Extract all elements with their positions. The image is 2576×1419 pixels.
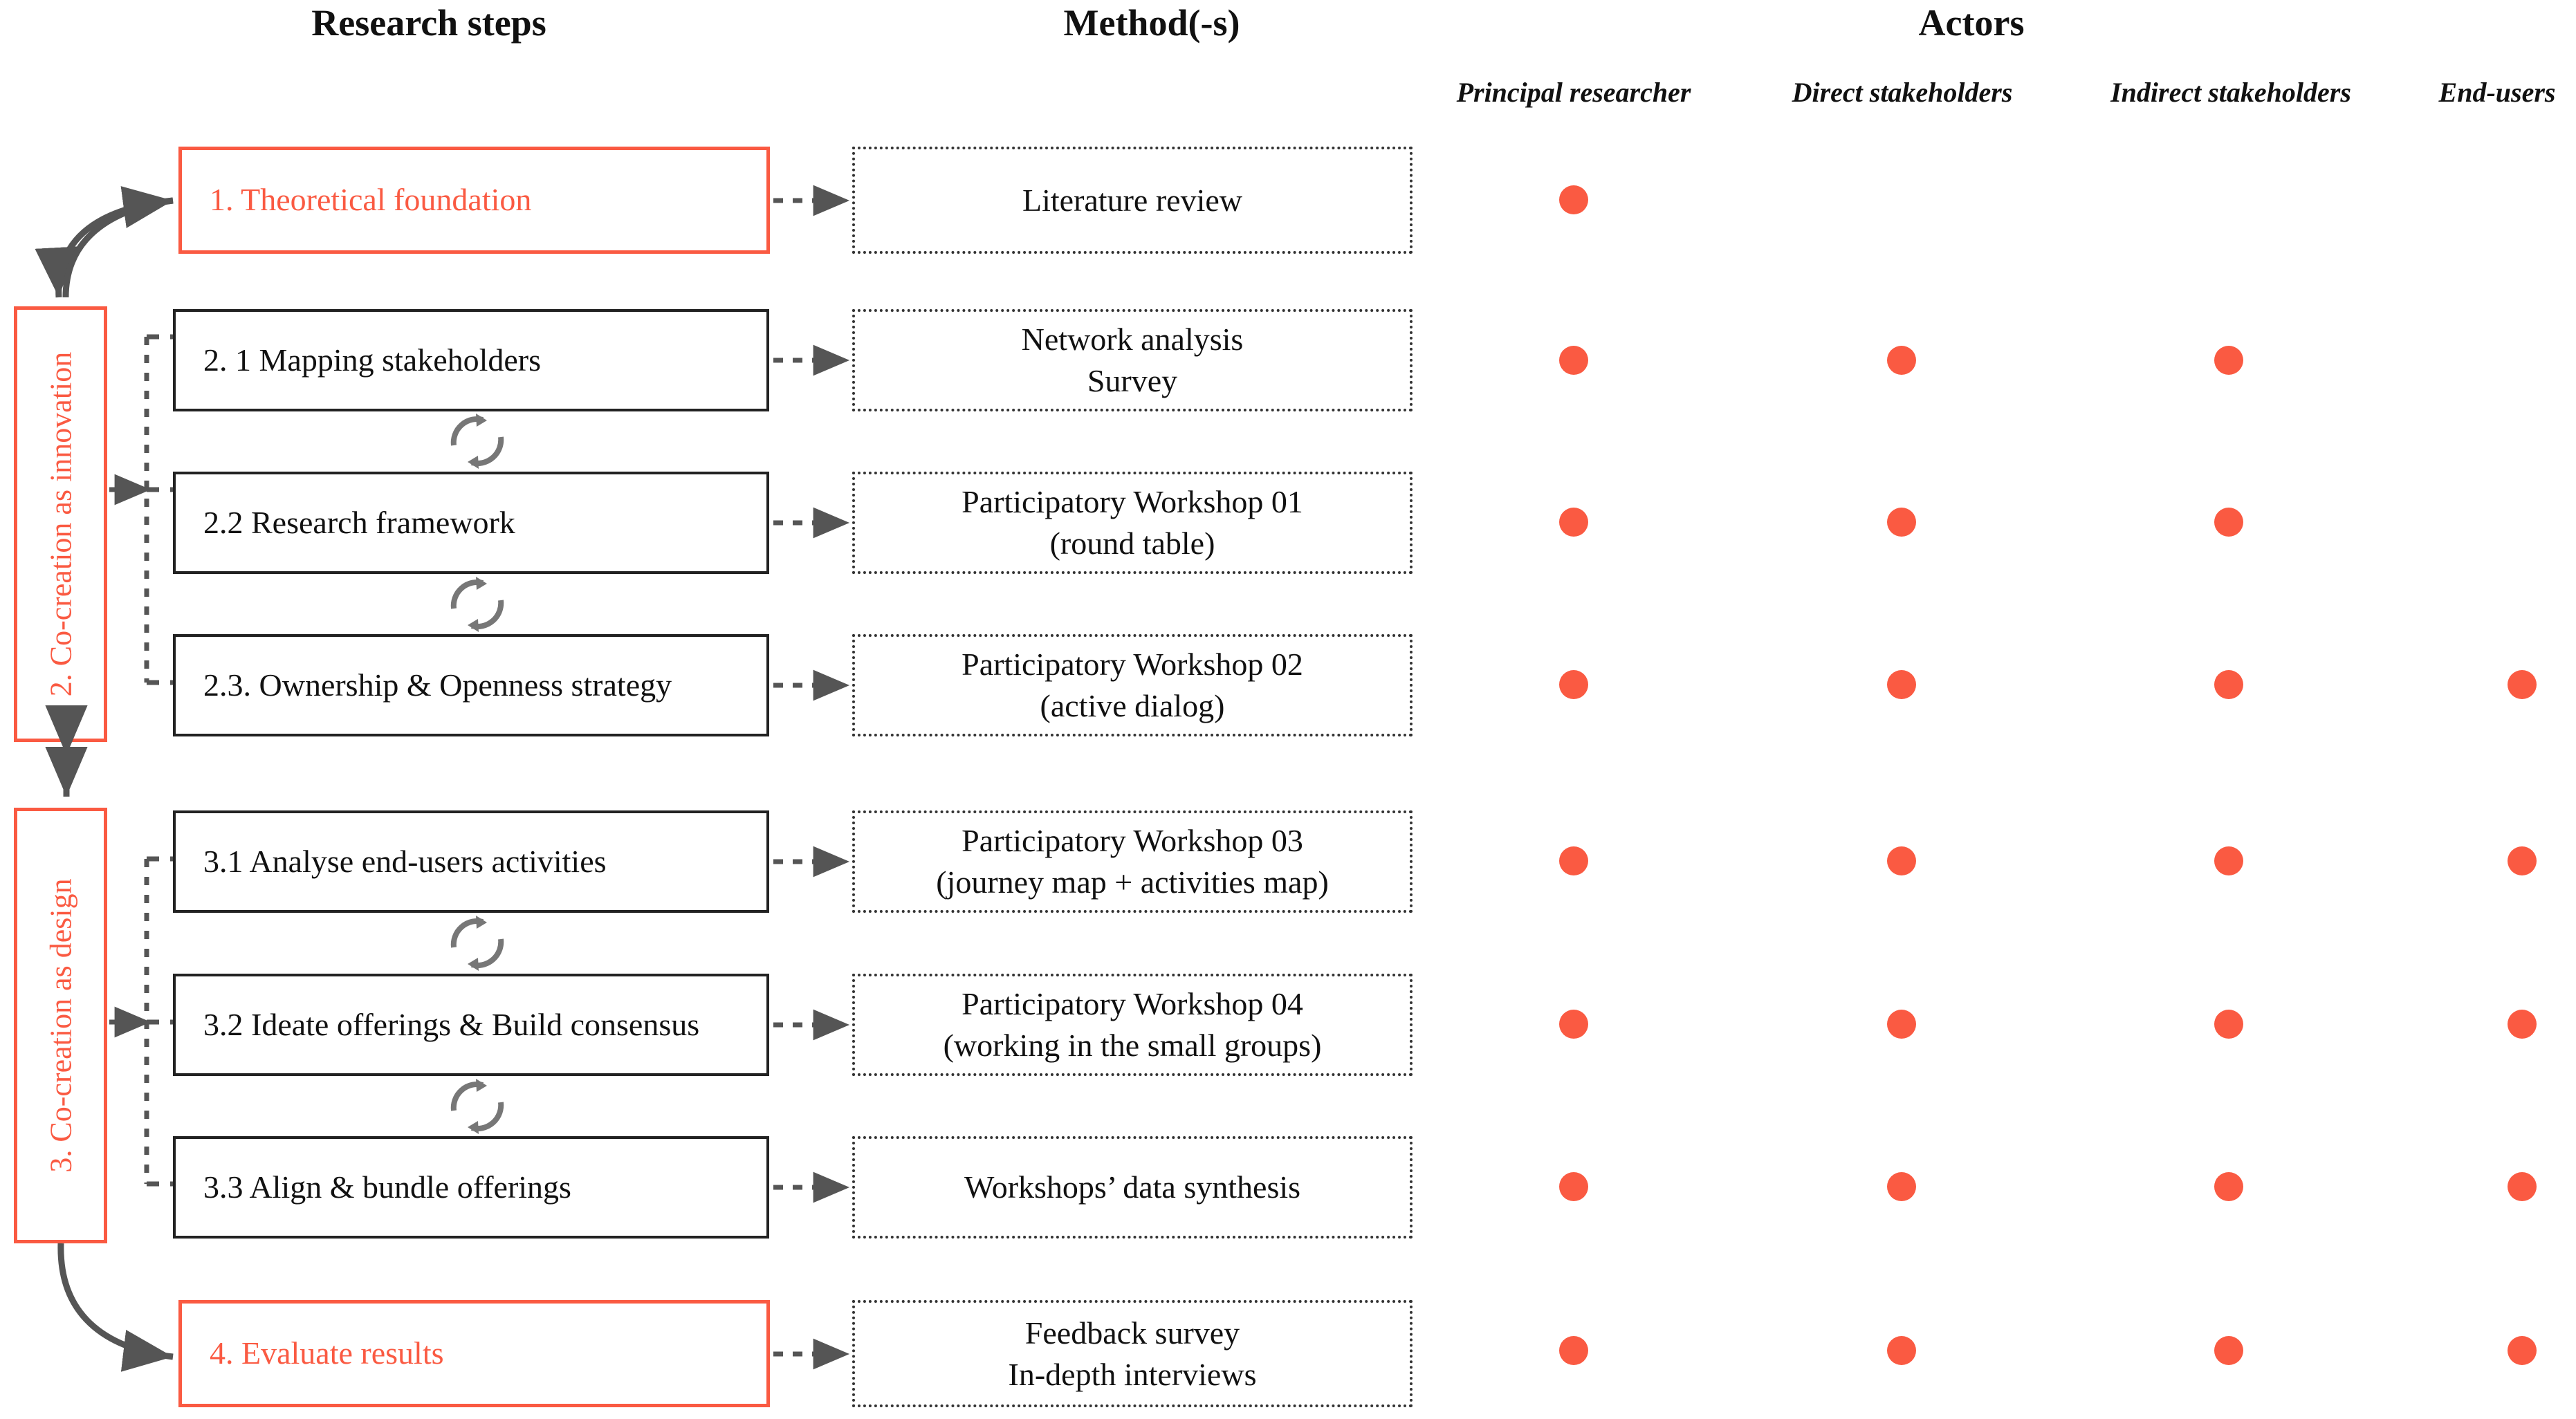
actor-dot <box>2214 1010 2243 1039</box>
step-box-3-1-analyse-end-users-activities[interactable]: 3.1 Analyse end-users activities <box>173 810 769 913</box>
step-label: 3.1 Analyse end-users activities <box>203 843 607 879</box>
actor-dot <box>1887 1010 1916 1039</box>
method-line: Literature review <box>1022 182 1242 218</box>
actor-dot <box>1887 346 1916 375</box>
actor-dot <box>1887 670 1916 699</box>
arrow-phase3-to-step4 <box>57 1243 174 1372</box>
iteration-cycle-icon <box>450 414 504 469</box>
step-box-2-3-ownership-openness-strategy[interactable]: 2.3. Ownership & Openness strategy <box>173 634 769 736</box>
actor-dot <box>2214 346 2243 375</box>
method-box-participatory-workshop-04[interactable]: Participatory Workshop 04 (working in th… <box>852 974 1413 1076</box>
actor-dot <box>1887 1172 1916 1201</box>
method-line: In-depth interviews <box>1008 1356 1257 1392</box>
bracket-phase2-to-steps <box>109 334 173 685</box>
step-label: 1. Theoretical foundation <box>210 182 532 218</box>
method-box-feedback-survey-interviews[interactable]: Feedback survey In-depth interviews <box>852 1300 1413 1407</box>
actor-dot <box>1559 670 1588 699</box>
step-label: 2.3. Ownership & Openness strategy <box>203 667 672 703</box>
method-box-participatory-workshop-02[interactable]: Participatory Workshop 02 (active dialog… <box>852 634 1413 736</box>
actor-dot <box>2214 508 2243 537</box>
actor-dot <box>1559 1010 1588 1039</box>
actor-dot <box>1887 846 1916 875</box>
iteration-cycle-icon <box>450 916 504 971</box>
step-box-2-1-mapping-stakeholders[interactable]: 2. 1 Mapping stakeholders <box>173 309 769 411</box>
actor-dot <box>1559 185 1588 214</box>
method-line: Participatory Workshop 02 <box>962 647 1303 683</box>
iteration-cycle-icon <box>450 1079 504 1134</box>
method-box-literature-review[interactable]: Literature review <box>852 147 1413 254</box>
phase-label-design: 3. Co-creation as design <box>44 878 77 1173</box>
method-box-workshops-data-synthesis[interactable]: Workshops’ data synthesis <box>852 1136 1413 1239</box>
method-box-participatory-workshop-03[interactable]: Participatory Workshop 03 (journey map +… <box>852 810 1413 913</box>
method-line: Feedback survey <box>1024 1315 1240 1351</box>
actor-dot <box>1887 508 1916 537</box>
method-line: (working in the small groups) <box>943 1028 1322 1063</box>
step-box-3-2-ideate-offerings-build-consensus[interactable]: 3.2 Ideate offerings & Build consensus <box>173 974 769 1076</box>
phase-box-co-creation-as-innovation[interactable]: 2. Co-creation as innovation <box>14 306 107 742</box>
actor-header-end-users: End-users <box>2438 77 2556 108</box>
method-line: Participatory Workshop 01 <box>962 484 1303 520</box>
step-label: 3.2 Ideate offerings & Build consensus <box>203 1006 700 1042</box>
step-label: 2.2 Research framework <box>203 504 515 540</box>
column-header-actors: Actors <box>1918 2 2025 44</box>
step-box-1-theoretical-foundation[interactable]: 1. Theoretical foundation <box>178 147 770 254</box>
iteration-cycle-icon <box>450 577 504 632</box>
method-line: Network analysis <box>1021 322 1244 358</box>
method-box-participatory-workshop-01[interactable]: Participatory Workshop 01 (round table) <box>852 472 1413 574</box>
method-line: Participatory Workshop 03 <box>962 823 1303 859</box>
bracket-phase3-to-steps <box>109 856 173 1187</box>
actor-dot <box>2214 1336 2243 1365</box>
actor-dot <box>2214 670 2243 699</box>
actor-header-principal-researcher: Principal researcher <box>1456 77 1691 108</box>
method-line: Survey <box>1087 363 1178 398</box>
method-line: Workshops’ data synthesis <box>964 1169 1301 1205</box>
step-box-3-3-align-bundle-offerings[interactable]: 3.3 Align & bundle offerings <box>173 1136 769 1239</box>
actor-header-indirect-stakeholders: Indirect stakeholders <box>2110 77 2351 108</box>
column-header-methods: Method(-s) <box>1063 2 1240 44</box>
actor-dot <box>1887 1336 1916 1365</box>
method-line: (journey map + activities map) <box>936 864 1329 900</box>
step-box-2-2-research-framework[interactable]: 2.2 Research framework <box>173 472 769 574</box>
actor-dot <box>1559 1336 1588 1365</box>
actor-header-direct-stakeholders: Direct stakeholders <box>1792 77 2013 108</box>
actor-dot <box>1559 1172 1588 1201</box>
method-box-network-analysis-survey[interactable]: Network analysis Survey <box>852 309 1413 411</box>
phase-box-co-creation-as-design[interactable]: 3. Co-creation as design <box>14 808 107 1243</box>
actor-dot <box>2508 846 2537 875</box>
actor-dot <box>2508 1336 2537 1365</box>
actor-dot <box>2508 670 2537 699</box>
method-line: Participatory Workshop 04 <box>962 986 1303 1022</box>
column-header-research-steps: Research steps <box>311 2 546 44</box>
actor-dot <box>2214 1172 2243 1201</box>
method-line: (round table) <box>1049 526 1215 561</box>
actor-dot <box>1559 346 1588 375</box>
step-label: 3.3 Align & bundle offerings <box>203 1169 571 1205</box>
actor-dot <box>1559 508 1588 537</box>
method-line: (active dialog) <box>1040 688 1225 723</box>
actor-dot <box>2508 1172 2537 1201</box>
step-label: 4. Evaluate results <box>210 1335 444 1371</box>
phase-label-innovation: 2. Co-creation as innovation <box>44 351 77 697</box>
arrow-step1-to-phase2 <box>35 186 174 298</box>
step-label: 2. 1 Mapping stakeholders <box>203 342 542 378</box>
actor-dot <box>1559 846 1588 875</box>
actor-dot <box>2508 1010 2537 1039</box>
actor-dot <box>2214 846 2243 875</box>
step-box-4-evaluate-results[interactable]: 4. Evaluate results <box>178 1300 770 1407</box>
